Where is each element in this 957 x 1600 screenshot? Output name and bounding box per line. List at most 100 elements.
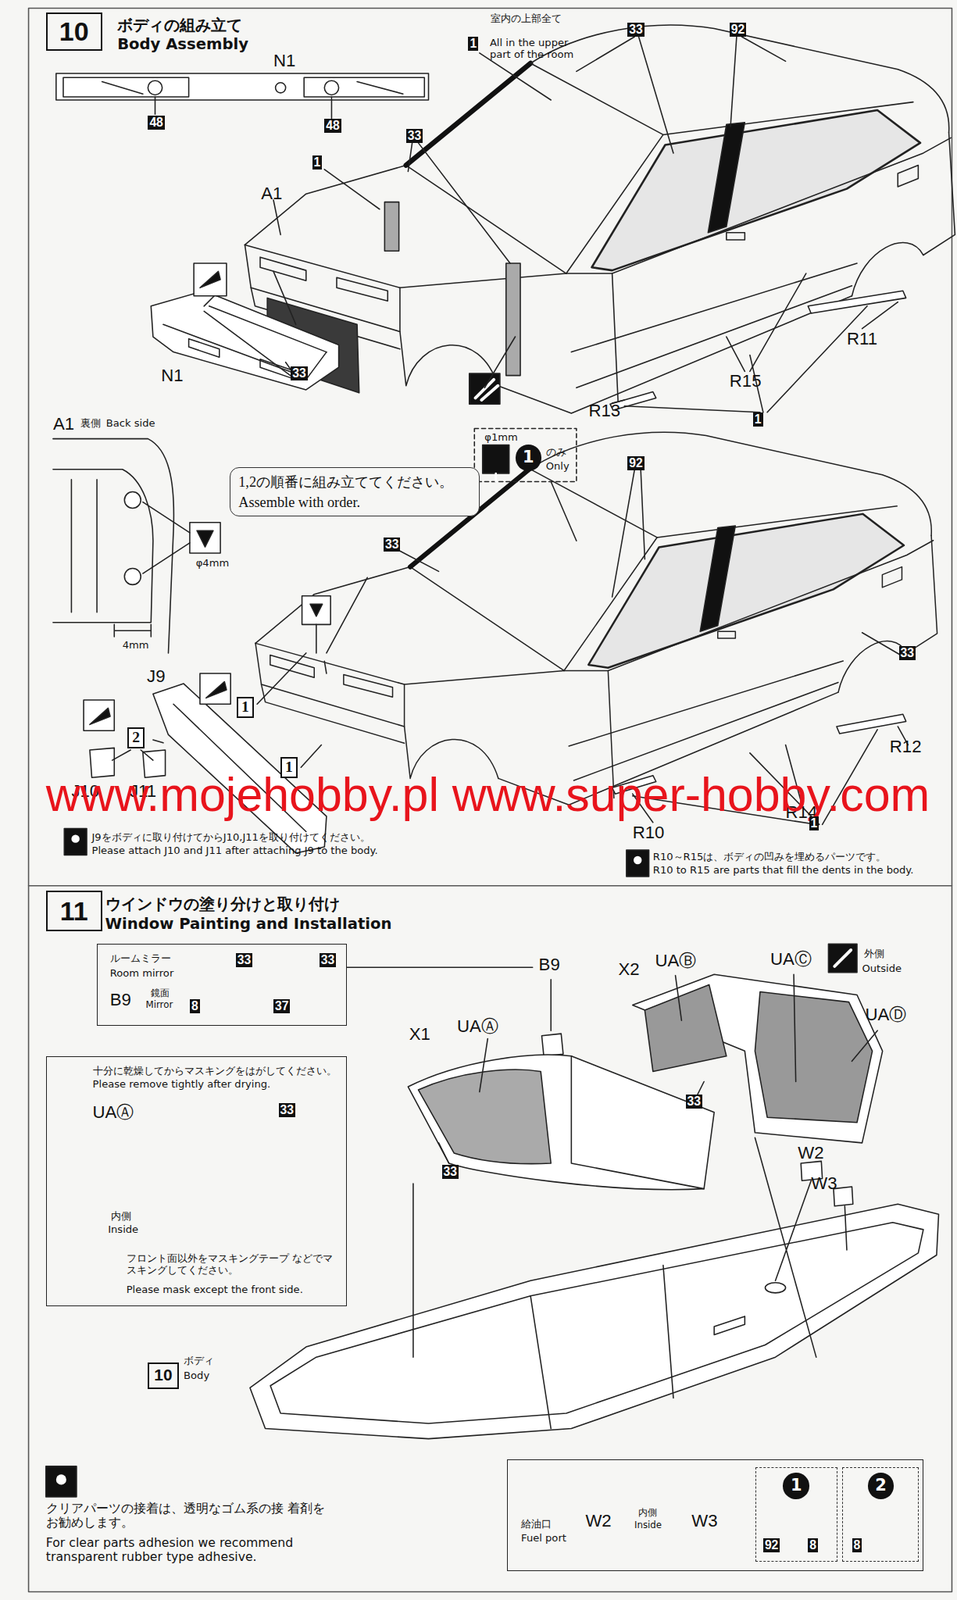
illustration-line bbox=[199, 271, 221, 288]
part-name: J9 bbox=[146, 666, 165, 687]
illustration-line bbox=[632, 974, 883, 1143]
note-text: クリアパーツの接着は、透明なゴム系の接 着剤をお勧めします。 bbox=[46, 1501, 327, 1530]
illustration-line bbox=[270, 1222, 924, 1424]
note-text: R10 to R15 are parts that fill the dents… bbox=[653, 864, 915, 876]
illustration-line bbox=[494, 473, 497, 482]
callout-number: 8 bbox=[189, 999, 200, 1014]
callout-number: 92 bbox=[729, 22, 747, 37]
callout-number: 33 bbox=[406, 128, 423, 143]
illustration-line bbox=[155, 96, 333, 118]
note-text: All in the upper part of the room bbox=[489, 36, 593, 61]
illustration-line bbox=[28, 885, 953, 887]
illustration-line bbox=[506, 263, 521, 376]
part-name: UAⒷ bbox=[654, 950, 697, 972]
illustration-line bbox=[834, 949, 851, 967]
note-box: 十分に乾燥してからマスキングをはがしてください。Please remove ti… bbox=[46, 1056, 347, 1307]
illustration-line bbox=[475, 379, 499, 400]
illustration-line bbox=[275, 82, 286, 93]
illustration-line bbox=[53, 439, 175, 654]
illustration-line bbox=[112, 653, 322, 768]
part-name: A1 bbox=[260, 183, 283, 204]
small-text: 給油口 bbox=[521, 1517, 552, 1530]
part-name: A1 bbox=[53, 414, 75, 435]
part-name: UAⒶ bbox=[92, 1102, 135, 1123]
small-text: Fuel port bbox=[521, 1531, 567, 1544]
callout-number: 33 bbox=[278, 1103, 296, 1118]
step-heading: Window Painting and Installation bbox=[105, 915, 393, 934]
illustration-line bbox=[571, 1056, 704, 1190]
illustration-line bbox=[730, 36, 786, 127]
note-box: ルームミラーRoom mirrorB9鏡面Mirror bbox=[96, 943, 347, 1026]
illustration-line bbox=[28, 7, 956, 1592]
illustration-line bbox=[482, 444, 510, 474]
small-text: 外側 bbox=[864, 947, 885, 960]
small-text: 十分に乾燥してからマスキングをはがしてください。 bbox=[92, 1064, 337, 1077]
illustration-line bbox=[541, 1033, 563, 1057]
illustration-line bbox=[324, 80, 339, 95]
illustration-line bbox=[530, 1265, 674, 1429]
small-text: Outside bbox=[862, 962, 903, 975]
small-text: フロント面以外をマスキングテープ などでマスキングしてください。 bbox=[126, 1252, 341, 1276]
part-name: W3 bbox=[691, 1510, 718, 1532]
part-name: W2 bbox=[797, 1142, 824, 1164]
step-heading: ボディの組み立て bbox=[117, 17, 243, 36]
illustration-line bbox=[413, 1137, 847, 1357]
illustration-line bbox=[71, 834, 79, 843]
callout-number: 1 bbox=[753, 412, 764, 427]
illustration-line bbox=[633, 856, 642, 865]
part-name: R13 bbox=[589, 400, 622, 422]
part-name: R12 bbox=[889, 736, 922, 758]
note-text: J9をボディに取り付けてからJ10,J11を取り付けてください。 bbox=[92, 831, 371, 843]
part-name: N1 bbox=[160, 365, 183, 386]
illustration-line bbox=[624, 306, 868, 413]
part-name: X1 bbox=[409, 1024, 431, 1045]
small-text: ルームミラー bbox=[110, 952, 172, 965]
illustration-line bbox=[249, 1203, 940, 1439]
callout-number: 33 bbox=[899, 646, 916, 661]
step-number: 11 bbox=[60, 896, 89, 927]
illustration-line bbox=[474, 428, 577, 483]
illustration-line bbox=[89, 707, 111, 725]
step-heading: ウインドウの塗り分けと取り付け bbox=[105, 896, 340, 915]
illustration-line bbox=[407, 142, 511, 264]
part-name: R15 bbox=[729, 371, 762, 392]
illustration-line bbox=[626, 849, 650, 877]
small-text: 内側 bbox=[110, 1210, 132, 1222]
illustration-line bbox=[310, 603, 323, 617]
part-name: R11 bbox=[846, 328, 878, 350]
illustration-line bbox=[273, 199, 281, 235]
illustration-line bbox=[384, 202, 399, 252]
illustration-line bbox=[189, 522, 221, 554]
small-text: Mirror bbox=[145, 999, 173, 1011]
note-text: 1,2の順番に組み立ててください。 bbox=[238, 474, 454, 491]
illustration-line bbox=[28, 7, 953, 1592]
callout-number: 33 bbox=[383, 537, 400, 552]
part-name: B9 bbox=[539, 954, 561, 975]
callout-number: 92 bbox=[627, 456, 644, 471]
step-number: 10 bbox=[153, 1365, 172, 1385]
part-name: W3 bbox=[810, 1173, 837, 1194]
part-name: UAⒶ bbox=[457, 1016, 499, 1037]
step-number-box: 11 bbox=[46, 890, 103, 932]
illustration-line bbox=[56, 73, 429, 100]
part-name: W2 bbox=[585, 1510, 611, 1532]
part-name: N1 bbox=[273, 50, 296, 72]
illustration-line bbox=[150, 290, 339, 390]
order-number: 2 bbox=[127, 727, 145, 749]
callout-number: 33 bbox=[319, 953, 336, 968]
small-text: Body bbox=[183, 1369, 210, 1382]
small-text: 裏側 bbox=[80, 417, 101, 429]
illustration-line bbox=[399, 550, 440, 572]
callout-number: 33 bbox=[442, 1164, 459, 1179]
illustration-line bbox=[46, 1466, 77, 1497]
step-number-box: 10 bbox=[46, 12, 103, 52]
callout-number: 33 bbox=[627, 22, 644, 37]
callout-number: 48 bbox=[324, 118, 341, 133]
illustration-line bbox=[203, 271, 327, 379]
step-number-box: 10 bbox=[147, 1362, 179, 1390]
callout-number: 37 bbox=[273, 999, 290, 1014]
small-text: Please remove tightly after drying. bbox=[92, 1078, 272, 1090]
part-name: R10 bbox=[632, 822, 665, 843]
callout-number: 1 bbox=[467, 36, 479, 51]
illustration-line bbox=[303, 77, 425, 97]
